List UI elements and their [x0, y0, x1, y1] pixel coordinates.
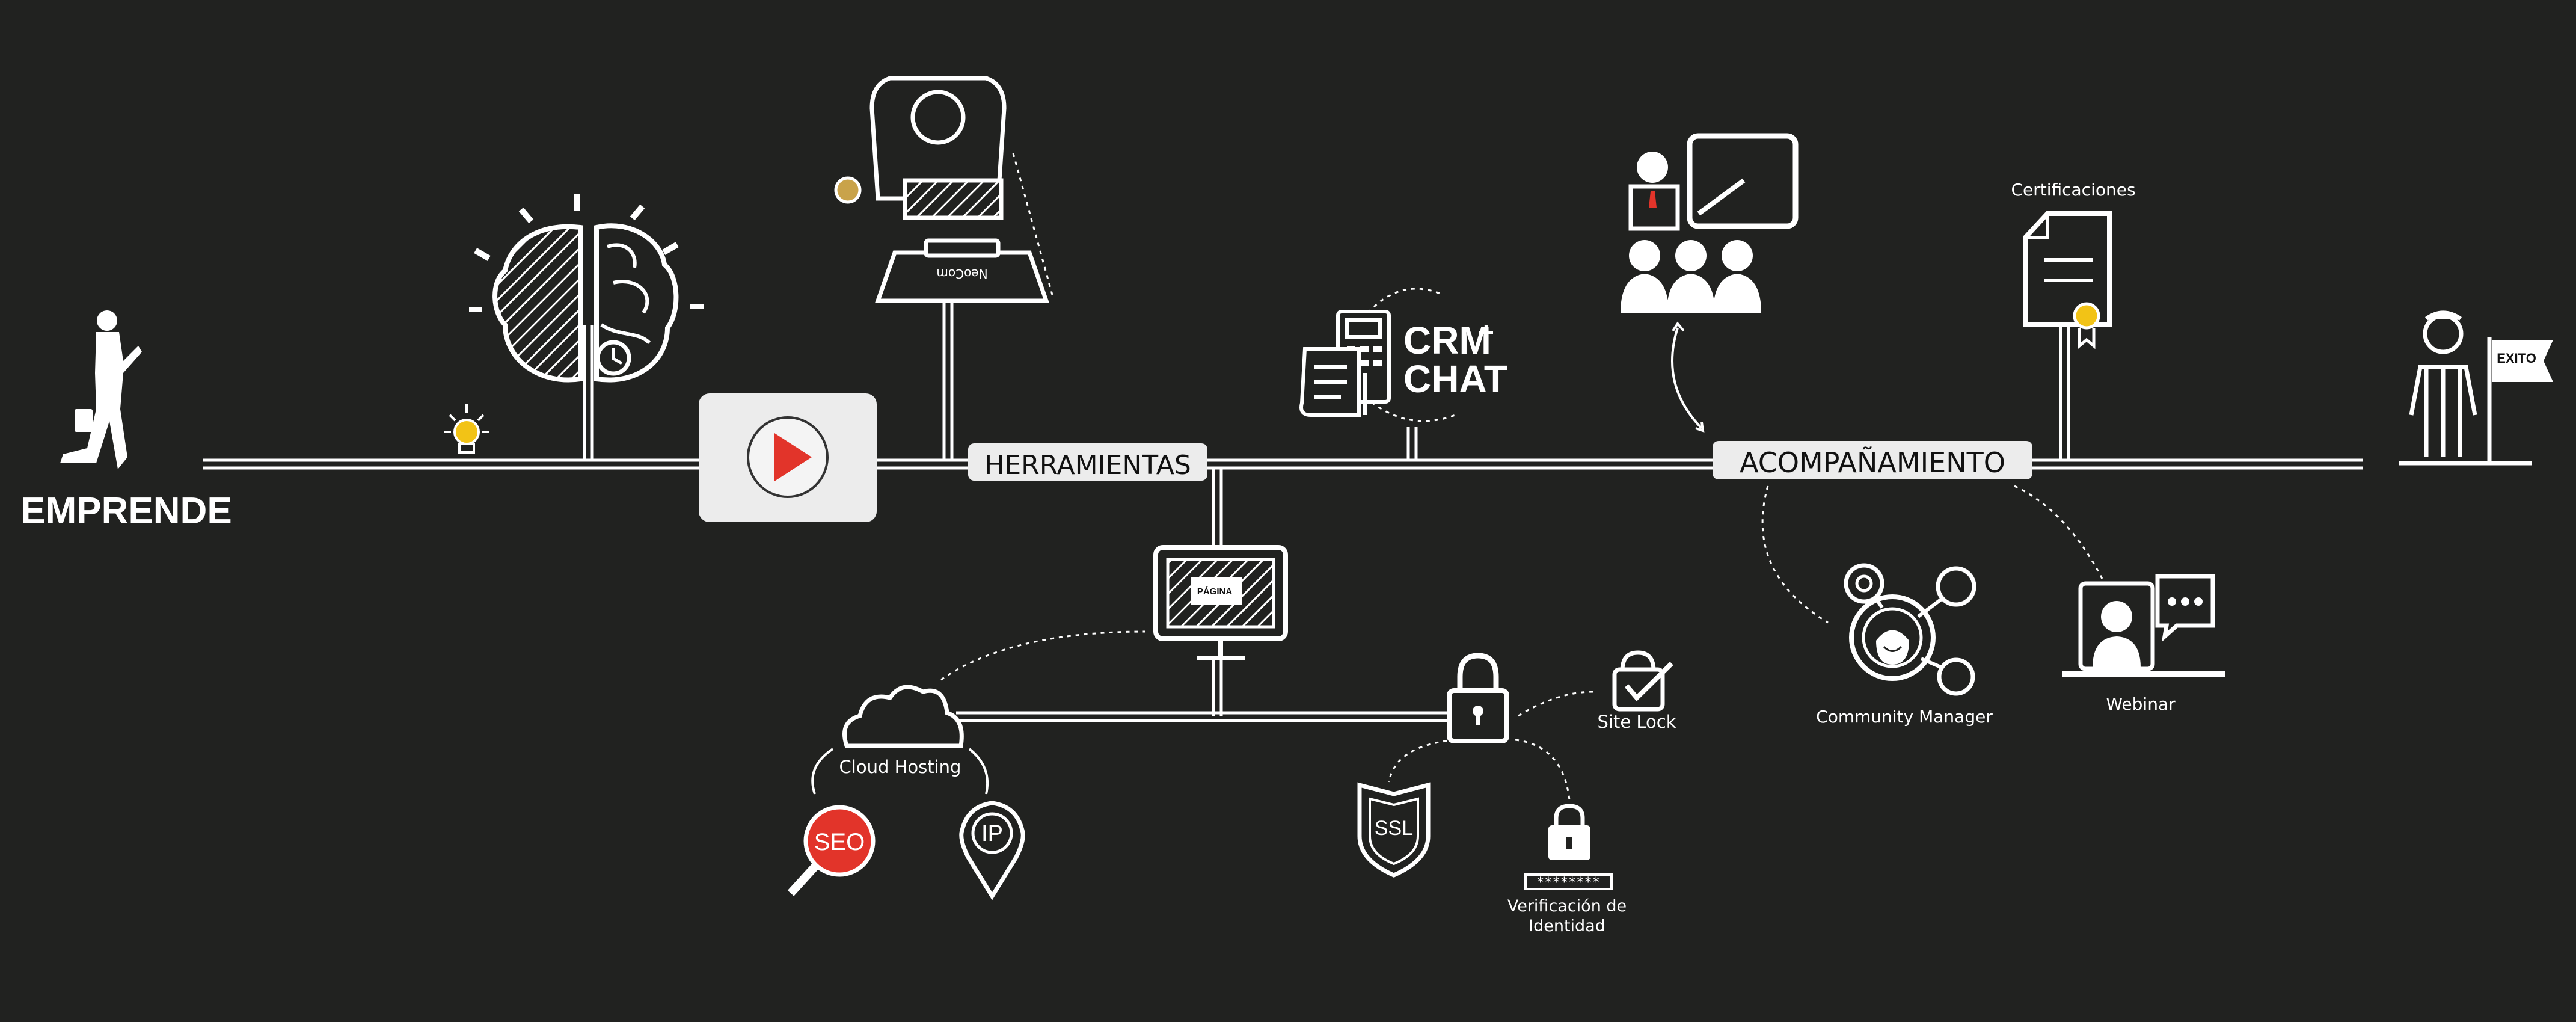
identity-lock-icon: ******** [1524, 804, 1613, 890]
webinar-label: Webinar [2106, 694, 2176, 714]
support-label: ACOMPAÑAMIENTO [1740, 446, 2005, 479]
dashed-connectors [940, 153, 2106, 801]
identity-label-line1: Verificación de [1507, 897, 1627, 916]
password-field: ******** [1536, 875, 1600, 890]
site-lock-icon [1612, 650, 1673, 712]
brain-icon [469, 194, 704, 383]
padlock-icon [1447, 653, 1509, 743]
identity-label-line2: Identidad [1529, 917, 1605, 935]
walking-man-icon [60, 310, 142, 469]
video-play-button[interactable] [699, 393, 877, 522]
branch-lines [583, 301, 2070, 722]
ssl-badge: SSL [1375, 817, 1413, 840]
certifications-label: Certificaciones [2011, 180, 2135, 200]
ip-badge: IP [981, 821, 1003, 846]
seo-magnifier-icon: SEO [787, 805, 876, 896]
success-man-icon [2399, 310, 2532, 466]
presentation-training-icon [1621, 133, 1799, 433]
cloud-arrows [811, 748, 989, 795]
community-manager-label: Community Manager [1816, 707, 1993, 727]
site-lock-label: Site Lock [1597, 712, 1676, 732]
support-node[interactable]: ACOMPAÑAMIENTO [1713, 441, 2032, 479]
lightbulb-icon [444, 404, 489, 454]
goal-flag: EXITO [2492, 340, 2553, 382]
web-page-monitor-icon: PÁGINA [1153, 545, 1288, 660]
desk-brand-text: NeoCom [936, 266, 987, 281]
crm-chat-text: CRM + CHAT [1403, 316, 1507, 401]
tools-node[interactable]: HERRAMIENTAS [968, 443, 1207, 481]
community-manager-icon [1844, 563, 1976, 696]
crm-label: CRM [1403, 319, 1491, 362]
seo-badge: SEO [814, 829, 865, 855]
chat-label: CHAT [1403, 357, 1507, 401]
webinar-laptop-icon [2062, 574, 2225, 677]
play-icon [774, 433, 812, 481]
certificate-icon [2023, 211, 2112, 349]
ssl-shield-icon: SSL [1357, 782, 1431, 878]
cloud-icon [842, 685, 964, 748]
start-label: EMPRENDE [20, 490, 232, 532]
crm-plus: + [1478, 316, 1494, 348]
goal-flag-label: EXITO [2497, 351, 2536, 366]
ip-location-pin-icon: IP [959, 801, 1025, 900]
tools-label: HERRAMIENTAS [984, 450, 1191, 481]
main-timeline [203, 458, 2363, 470]
page-badge: PÁGINA [1197, 586, 1233, 597]
calculator-receipt-icon [1299, 310, 1391, 417]
desk-worker-icon [834, 76, 1049, 303]
cloud-hosting-label: Cloud Hosting [839, 757, 961, 777]
